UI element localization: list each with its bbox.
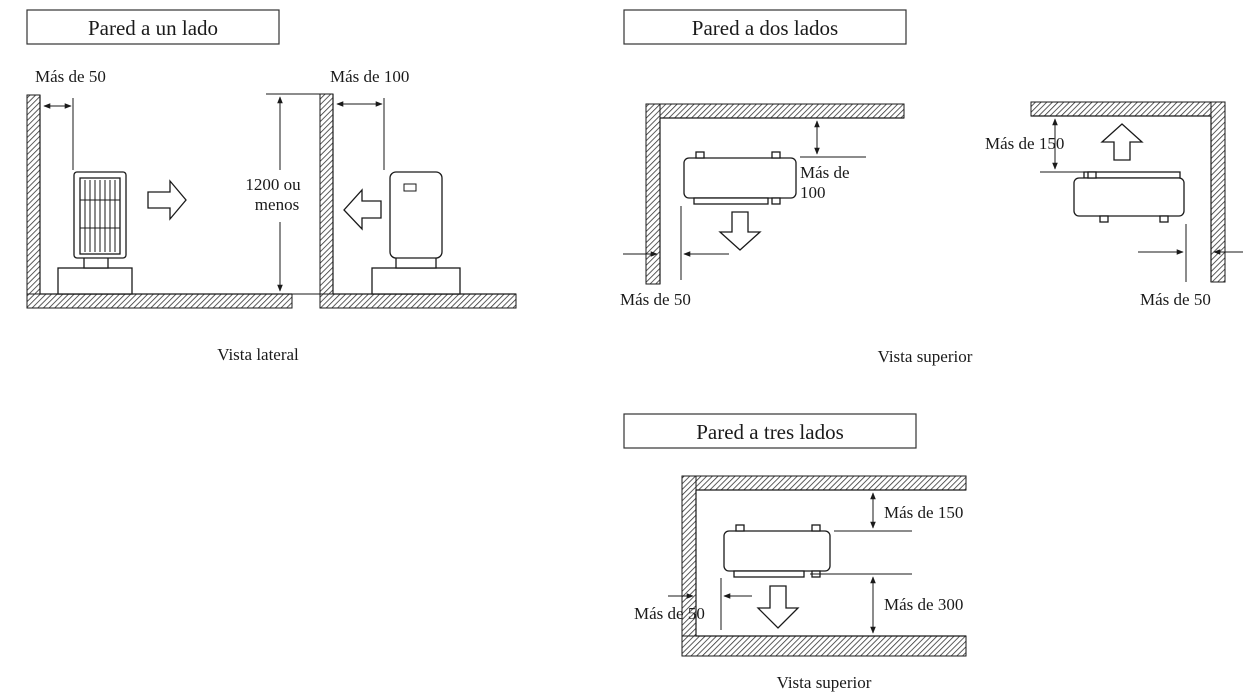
label-min-50-right: Más de 50 [1140,290,1211,309]
title-box [623,9,907,45]
section-one-side: Pared a un lado Más de 50 [26,9,517,364]
label-min-300: Más de 300 [884,595,963,614]
section-title: Pared a tres lados [696,420,844,444]
dimension-min-50: Más de 50 [634,578,752,630]
wall-corner-right [1030,101,1226,283]
outdoor-unit-side [371,171,461,295]
airflow-arrow-left [343,188,382,231]
label-min-50: Más de 50 [634,604,705,623]
dimension-min-50-left: Más de 50 [620,206,729,309]
section-title: Pared a dos lados [692,16,838,40]
title-box [26,9,280,45]
dimension-min-150: Más de 150 [985,118,1110,173]
dimension-min-100: Más de 100 [330,67,409,170]
label-min-50: Más de 50 [35,67,106,86]
label-min-100-line2: 100 [800,183,826,202]
wall-corner-left [645,103,905,285]
label-min-50-left: Más de 50 [620,290,691,309]
label-min-150: Más de 150 [985,134,1064,153]
label-min-100-line1: Más de [800,163,850,182]
wall-right-side-view [319,93,517,309]
airflow-arrow-up [1100,123,1144,161]
unit-top-view-right [1073,171,1185,223]
dimension-min-150: Más de 150 [834,492,963,532]
caption-side-view: Vista lateral [217,345,299,364]
wall-left-side-view [26,94,293,309]
section-title: Pared a un lado [88,16,218,40]
label-height-line1: 1200 ou [245,175,301,194]
outdoor-unit-front [57,171,133,295]
dimension-height-1200: 1200 ou menos [245,93,320,295]
caption-top-view: Vista superior [878,347,973,366]
wall-three-sides [681,475,967,657]
airflow-arrow-down [756,585,800,629]
section-two-sides: Pared a dos lados Más de 100 [620,9,1243,366]
section-three-sides: Pared a tres lados Más de 150 [623,413,967,692]
dimension-min-50: Más de 50 [35,67,106,170]
label-height-line2: menos [255,195,299,214]
airflow-arrow-down [718,211,762,251]
dimension-min-100: Más de 100 [800,120,866,202]
title-box [623,413,917,449]
caption-top-view: Vista superior [777,673,872,692]
unit-top-view-left [683,151,797,205]
label-min-100: Más de 100 [330,67,409,86]
label-min-150: Más de 150 [884,503,963,522]
unit-top-view [723,524,831,578]
dimension-min-50-right: Más de 50 [1138,224,1243,309]
dimension-min-300: Más de 300 [810,573,963,634]
airflow-arrow-right [147,179,187,221]
